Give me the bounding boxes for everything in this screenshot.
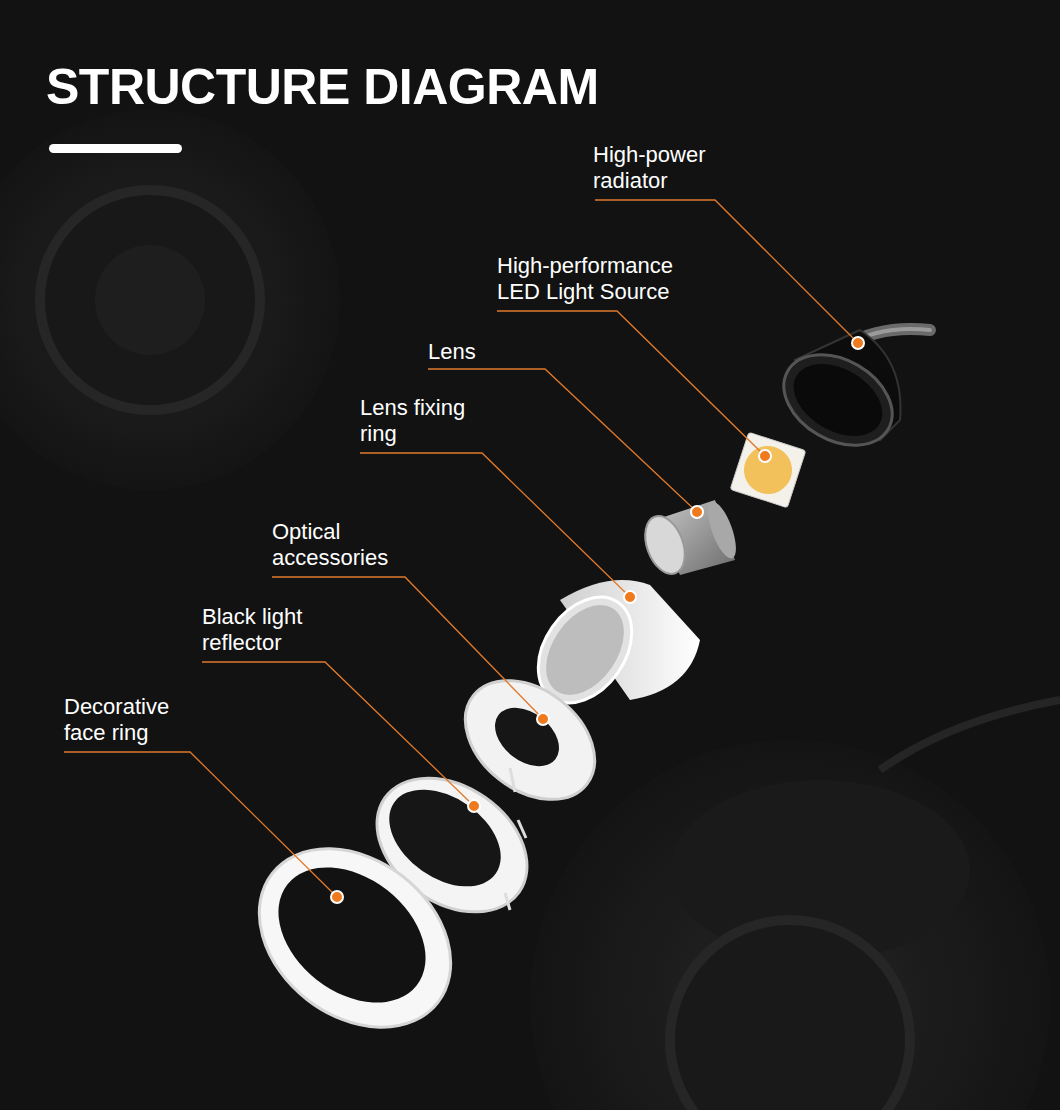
- part-label: High-performance LED Light Source: [497, 253, 697, 305]
- part-label: Lens: [428, 339, 538, 365]
- led-chip: [730, 432, 806, 508]
- leader-lines: [64, 200, 858, 897]
- part-label: Optical accessories: [272, 519, 412, 571]
- callout-dots: [331, 337, 864, 903]
- lens-part: [638, 498, 742, 579]
- part-label: High-power radiator: [593, 142, 733, 194]
- title-bar: [49, 144, 182, 153]
- face-ring-part: [224, 812, 486, 1064]
- radiator-part: [768, 329, 930, 464]
- part-label: Lens fixing ring: [360, 395, 490, 447]
- background-ghost: [0, 110, 1060, 1110]
- part-label: Decorative face ring: [64, 694, 194, 746]
- page-title: STRUCTURE DIAGRAM: [46, 62, 599, 112]
- part-label: Black light reflector: [202, 604, 332, 656]
